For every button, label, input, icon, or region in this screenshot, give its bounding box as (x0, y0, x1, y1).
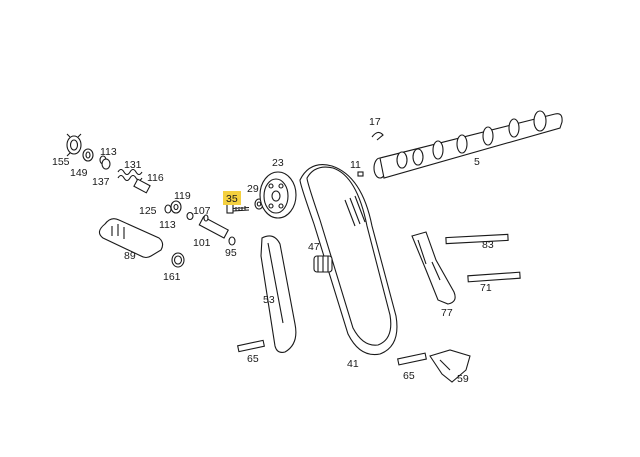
label-113a: 113 (100, 146, 117, 158)
spring-seat-137 (101, 158, 111, 170)
label-65a: 65 (247, 353, 259, 365)
chain-guide-53 (260, 235, 297, 353)
label-65b: 65 (403, 370, 415, 382)
label-17: 17 (369, 116, 381, 128)
tensioner-body-89 (98, 218, 164, 259)
label-155: 155 (52, 156, 70, 168)
label-161: 161 (163, 271, 181, 283)
label-113b: 113 (159, 219, 176, 231)
label-29: 29 (247, 183, 259, 195)
label-71: 71 (480, 282, 492, 294)
nut-155 (66, 133, 82, 157)
label-149: 149 (70, 167, 88, 179)
label-125: 125 (139, 205, 157, 217)
o-ring-95 (228, 236, 236, 246)
washer-149 (82, 148, 94, 162)
label-116: 116 (147, 172, 164, 184)
label-137: 137 (92, 176, 110, 188)
label-59: 59 (457, 373, 469, 385)
label-131: 131 (124, 159, 142, 171)
camshaft-5 (373, 110, 563, 179)
label-95: 95 (225, 247, 237, 259)
bracket-59 (429, 349, 471, 383)
pin-65-left (237, 339, 265, 353)
rail-83 (445, 233, 509, 245)
rail-71 (467, 271, 521, 283)
callout-labels: 155 149 113 137 131 116 119 125 113 107 … (52, 116, 494, 385)
label-53: 53 (263, 294, 275, 306)
timing-chain-41 (299, 164, 398, 356)
label-47: 47 (308, 241, 320, 253)
tensioner-rail-77 (411, 231, 456, 305)
key-11 (357, 171, 364, 177)
label-101: 101 (193, 237, 211, 249)
label-83: 83 (482, 239, 494, 251)
pin-101 (198, 216, 229, 239)
bolt-35 (226, 203, 250, 214)
clip-17 (371, 131, 384, 141)
label-23: 23 (272, 157, 284, 169)
pin-65-right (397, 352, 427, 366)
washer-119 (170, 200, 182, 214)
label-89: 89 (124, 250, 136, 262)
label-107: 107 (193, 205, 211, 217)
seal-161 (171, 252, 185, 268)
sprocket-23 (259, 171, 297, 219)
sleeve-116 (133, 178, 151, 194)
highlight-box-35 (223, 191, 241, 205)
washer-125 (164, 204, 172, 214)
idler-47 (313, 255, 333, 273)
label-35: 35 (226, 193, 238, 205)
spring-131 (117, 168, 143, 182)
label-119: 119 (174, 190, 191, 202)
small-ring-113 (186, 211, 194, 221)
label-77: 77 (441, 307, 453, 319)
ring-107 (203, 214, 209, 222)
label-11: 11 (350, 159, 361, 171)
label-41: 41 (347, 358, 359, 370)
label-5: 5 (474, 156, 480, 168)
